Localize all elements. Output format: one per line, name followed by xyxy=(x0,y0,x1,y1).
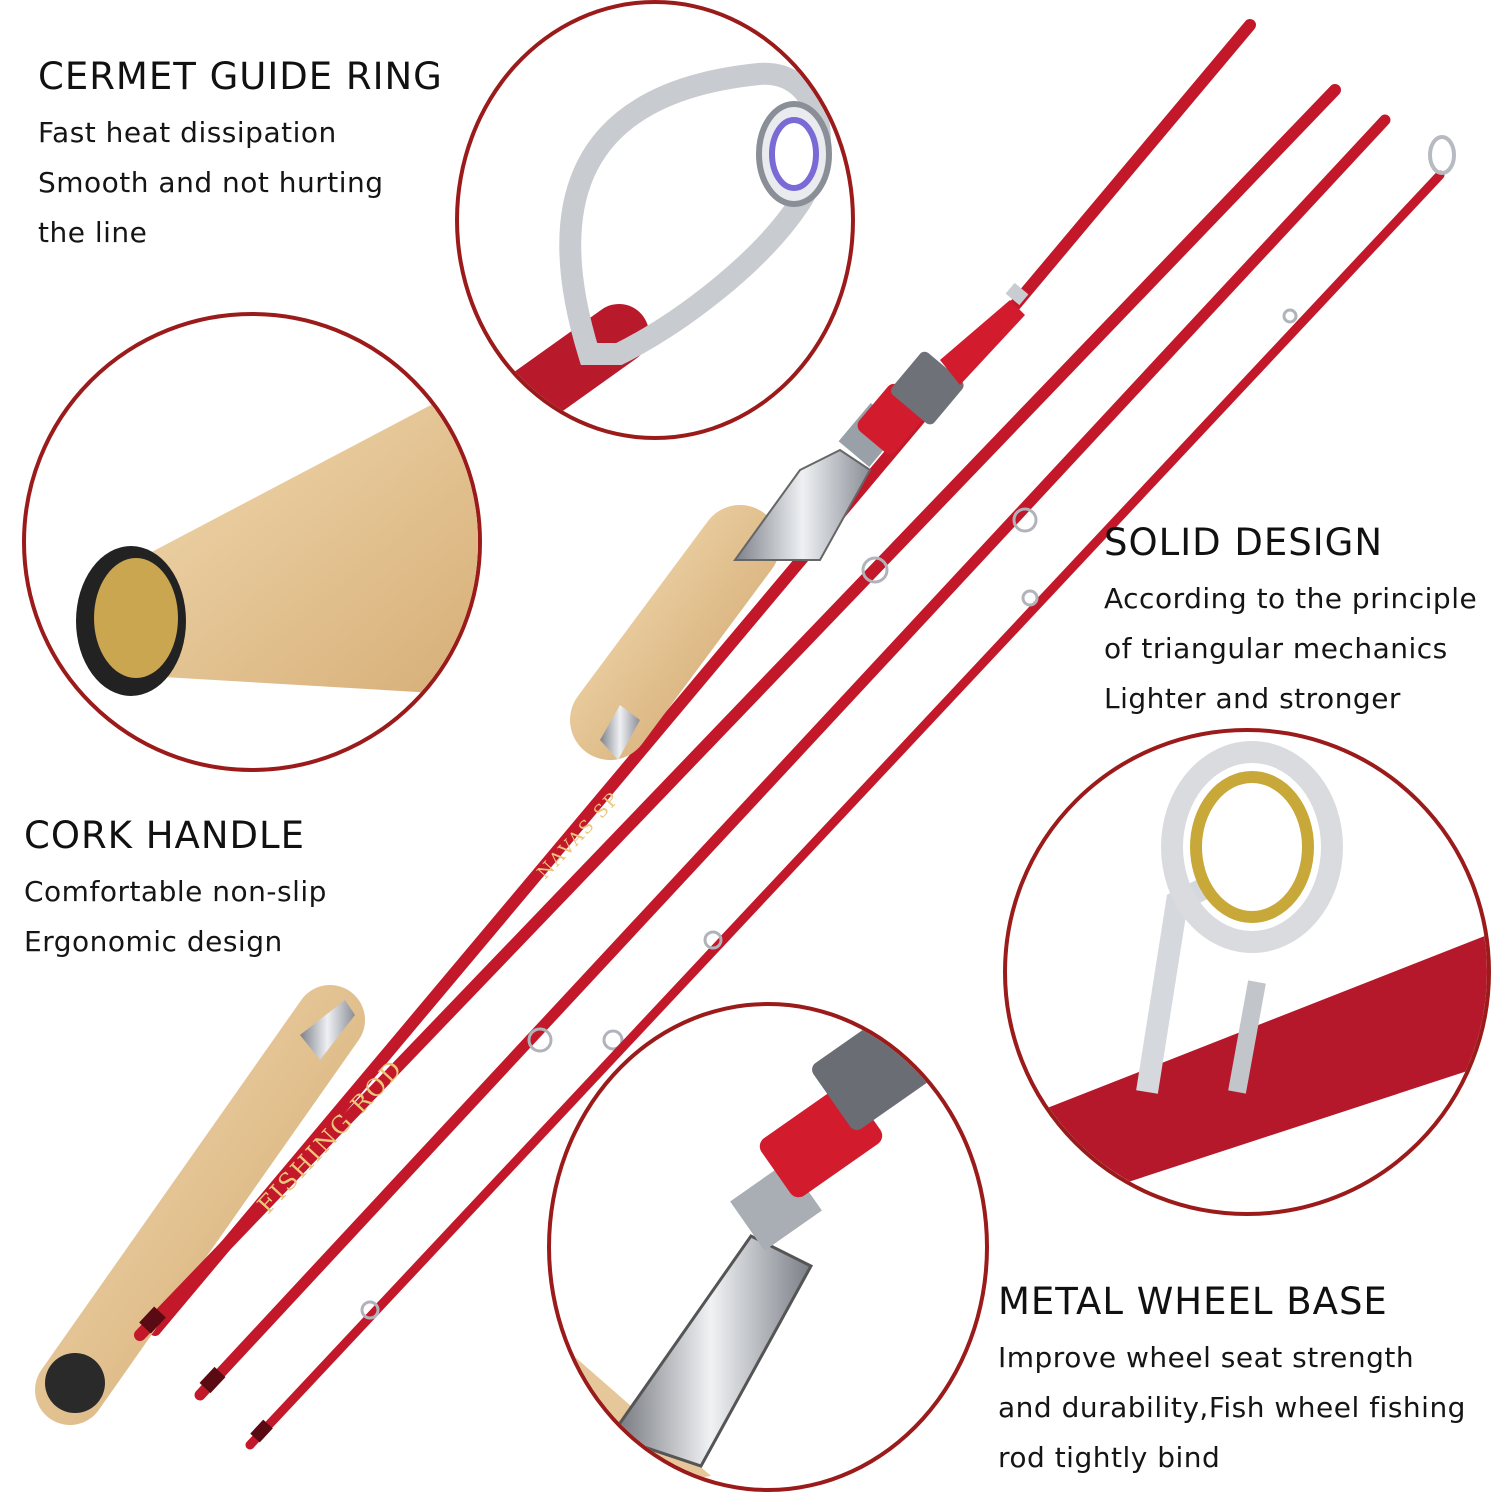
feature-title: CORK HANDLE xyxy=(24,814,305,857)
feature-cermet-guide-ring: CERMET GUIDE RING Fast heat dissipation … xyxy=(38,55,443,258)
guide-frame-closeup xyxy=(1003,728,1491,1216)
feature-line: Improve wheel seat strength xyxy=(998,1341,1415,1374)
guide-ring-closeup xyxy=(455,0,855,440)
rod-section-3 xyxy=(194,114,1391,1401)
rod-section-2 xyxy=(134,84,1341,1341)
feature-title: METAL WHEEL BASE xyxy=(998,1280,1388,1323)
cork-handle-closeup xyxy=(22,312,482,772)
feature-line: Smooth and not hurting xyxy=(38,166,384,199)
feature-solid-design: SOLID DESIGN According to the principle … xyxy=(1104,521,1477,724)
feature-line: rod tightly bind xyxy=(998,1441,1221,1474)
rod-section-tip xyxy=(245,135,1456,1450)
feature-line: and durability,Fish wheel fishing xyxy=(998,1391,1466,1424)
feature-line: the line xyxy=(38,216,148,249)
rod-section-butt xyxy=(35,19,1256,1425)
feature-line: Fast heat dissipation xyxy=(38,116,337,149)
feature-line: Comfortable non-slip xyxy=(24,875,327,908)
feature-line: According to the principle xyxy=(1104,582,1478,615)
reel-seat-closeup xyxy=(547,1002,989,1492)
feature-line: Ergonomic design xyxy=(24,925,283,958)
feature-line: Lighter and stronger xyxy=(1104,682,1401,715)
feature-metal-wheel-base: METAL WHEEL BASE Improve wheel seat stre… xyxy=(998,1280,1466,1483)
feature-title: CERMET GUIDE RING xyxy=(38,55,443,98)
feature-cork-handle: CORK HANDLE Comfortable non-slip Ergonom… xyxy=(24,814,327,967)
feature-title: SOLID DESIGN xyxy=(1104,521,1384,564)
feature-line: of triangular mechanics xyxy=(1104,632,1448,665)
